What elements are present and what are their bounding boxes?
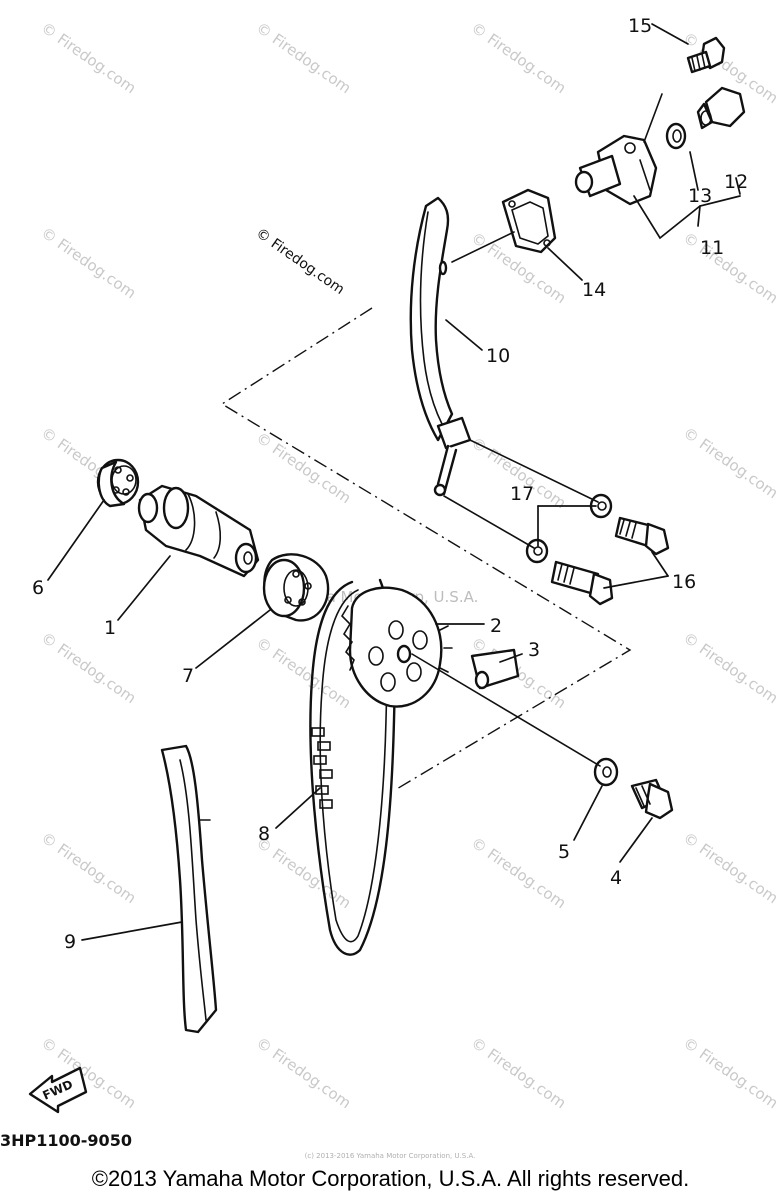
part-14-gasket — [501, 188, 557, 254]
part-label-3: 3 — [528, 639, 540, 661]
part-5-washer — [593, 757, 619, 787]
part-3-dowel-pin — [470, 648, 520, 690]
part-label-17: 17 — [510, 483, 534, 505]
watermark: © Firedog.com — [253, 429, 355, 508]
part-label-5: 5 — [558, 841, 570, 863]
watermark: © Firedog.com — [680, 424, 781, 503]
watermark: © Firedog.com — [680, 629, 781, 708]
part-label-4: 4 — [610, 867, 622, 889]
part-label-16: 16 — [672, 571, 696, 593]
watermark: © Firedog.com — [468, 19, 570, 98]
watermark: © Firedog.com — [38, 19, 140, 98]
part-17-washers — [525, 493, 613, 564]
part-6-bearing — [96, 458, 140, 508]
tiny-copyright-note: (c) 2013-2016 Yamaha Motor Corporation, … — [304, 1152, 476, 1160]
part-label-15: 15 — [628, 15, 652, 37]
part-label-12: 12 — [724, 171, 748, 193]
part-12-cap-bolt — [696, 86, 746, 130]
part-9-chain-guide — [160, 744, 218, 1034]
part-label-13: 13 — [688, 185, 712, 207]
part-number-labels: 15 12 13 11 14 10 17 16 6 1 7 2 3 8 5 4 … — [32, 15, 748, 953]
fwd-arrow-icon: FWD — [28, 1066, 88, 1114]
part-16-bolts — [550, 516, 670, 606]
part-label-1: 1 — [104, 617, 116, 639]
part-13-washer — [665, 122, 687, 150]
watermark-layer: © Firedog.com © Firedog.com © Firedog.co… — [38, 19, 781, 1113]
part-label-7: 7 — [182, 665, 194, 687]
watermark: © Firedog.com — [253, 834, 355, 913]
part-15-bolt — [686, 36, 726, 74]
connector-lines — [411, 93, 663, 767]
copyright-footer: ©2013 Yamaha Motor Corporation, U.S.A. A… — [91, 1166, 690, 1191]
part-label-8: 8 — [258, 823, 270, 845]
part-label-2: 2 — [490, 615, 502, 637]
watermark: © Firedog.com — [38, 629, 140, 708]
watermark: © Firedog.com — [253, 19, 355, 98]
watermark: © Firedog.com — [680, 829, 781, 908]
watermark: © Firedog.com — [680, 229, 781, 308]
part-label-14: 14 — [582, 279, 606, 301]
part-11-tensioner — [574, 134, 658, 206]
watermark: © Firedog.com — [253, 1034, 355, 1113]
part-label-10: 10 — [486, 345, 510, 367]
part-label-6: 6 — [32, 577, 44, 599]
watermark: © Firedog.com — [468, 1034, 570, 1113]
watermark: © Firedog.com — [38, 224, 140, 303]
part-label-9: 9 — [64, 931, 76, 953]
part-10-chain-guide — [409, 196, 472, 497]
part-label-11: 11 — [700, 237, 724, 259]
watermark: © Firedog.com — [468, 834, 570, 913]
watermark: © Firedog.com — [253, 634, 355, 713]
reference-lines — [220, 307, 632, 791]
watermark: © Firedog.com — [680, 1034, 781, 1113]
watermark: © Firedog.com — [38, 829, 140, 908]
leader-lines — [47, 23, 741, 941]
part-4-bolt — [630, 778, 674, 820]
part-7-bearing — [262, 553, 330, 622]
diagram-code: 3HP1100-9050 — [0, 1131, 132, 1150]
watermark-dark: © Firedog.com — [253, 225, 347, 298]
part-2-cam-sprocket — [340, 586, 453, 708]
part-1-camshaft — [137, 484, 260, 578]
